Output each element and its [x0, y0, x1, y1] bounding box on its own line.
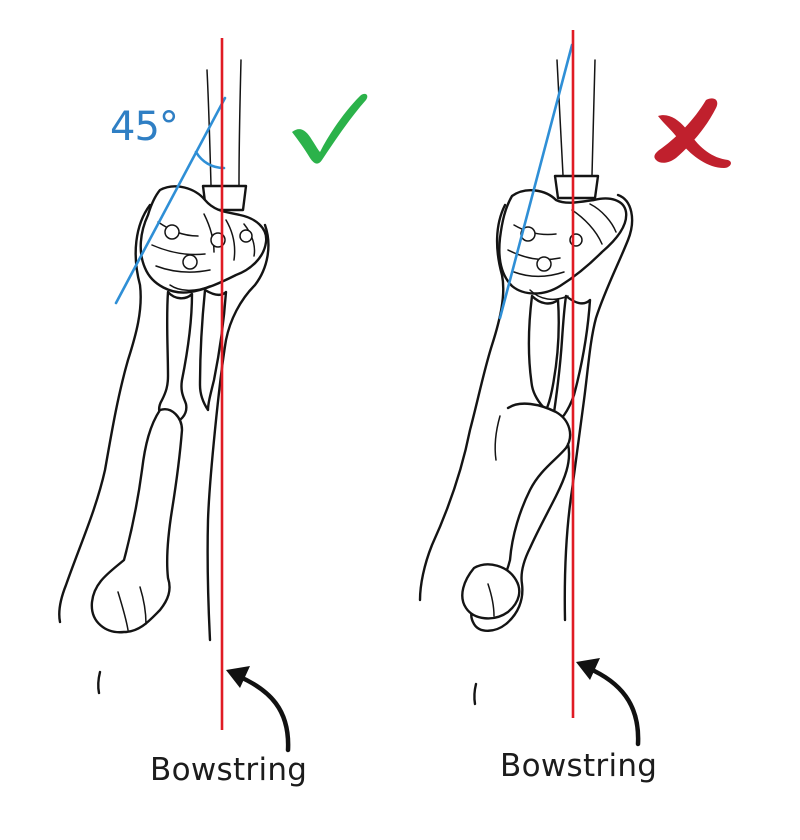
check-mark-icon [292, 93, 368, 164]
forearm-bones-left [90, 288, 228, 634]
forearm-bones-right [461, 294, 592, 632]
arm-outline-left [58, 203, 270, 695]
cross-mark-icon [654, 98, 731, 168]
right-panel-incorrect [418, 30, 731, 747]
hand-bones-left [139, 185, 268, 294]
arm-outline-right [418, 193, 634, 706]
bow-grip-right [553, 59, 600, 200]
wrist-angle-line-right [498, 43, 574, 320]
bowstring-arrow-right [576, 658, 641, 747]
bow-grip-left [201, 59, 248, 212]
wrist-angle-line-left [114, 96, 227, 305]
bowstring-label-right: Bowstring [500, 748, 658, 784]
hand-bones-right [498, 189, 628, 301]
bowstring-arrow-left [226, 666, 291, 753]
bowstring-label-left: Bowstring [150, 752, 308, 788]
left-panel-correct [58, 38, 368, 753]
angle-label-45: 45° [110, 104, 179, 150]
